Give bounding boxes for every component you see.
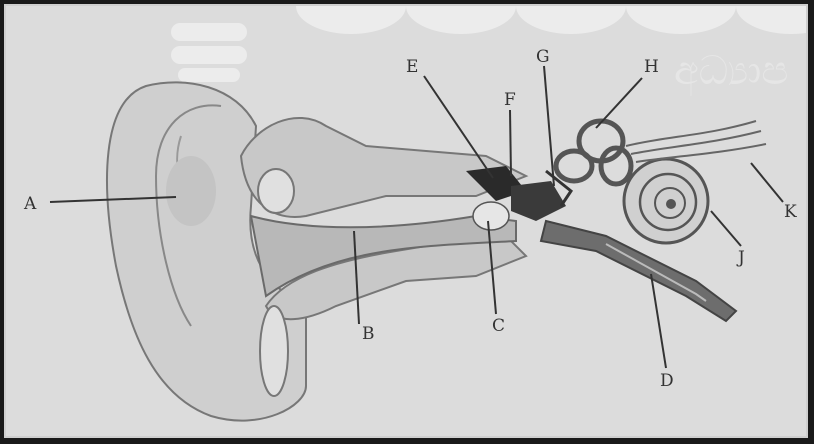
semicircular-canals <box>556 121 631 184</box>
leader-line-j <box>711 211 741 246</box>
label-a: A <box>23 194 37 214</box>
label-f: F <box>504 90 516 110</box>
leader-line-f <box>510 110 511 176</box>
label-j: J <box>736 248 745 268</box>
leader-line-k <box>751 163 783 202</box>
auditory-nerve <box>626 121 766 162</box>
eustachian-tube <box>541 221 736 321</box>
label-c: C <box>492 316 505 336</box>
leader-line-d <box>651 274 666 368</box>
label-h: H <box>644 57 659 77</box>
label-d: D <box>660 371 674 391</box>
label-e: E <box>406 57 418 77</box>
label-k: K <box>784 202 797 222</box>
leader-line-g <box>544 66 554 186</box>
label-g: G <box>536 47 550 67</box>
ear-diagram: අධ්‍යාප <box>6 6 808 438</box>
cochlea <box>624 159 708 243</box>
watermark-text: අධ්‍යාප <box>674 48 788 96</box>
ear-diagram-frame: අධ්‍යාප <box>4 4 808 438</box>
leader-line-h <box>596 78 642 128</box>
label-b: B <box>362 324 375 344</box>
